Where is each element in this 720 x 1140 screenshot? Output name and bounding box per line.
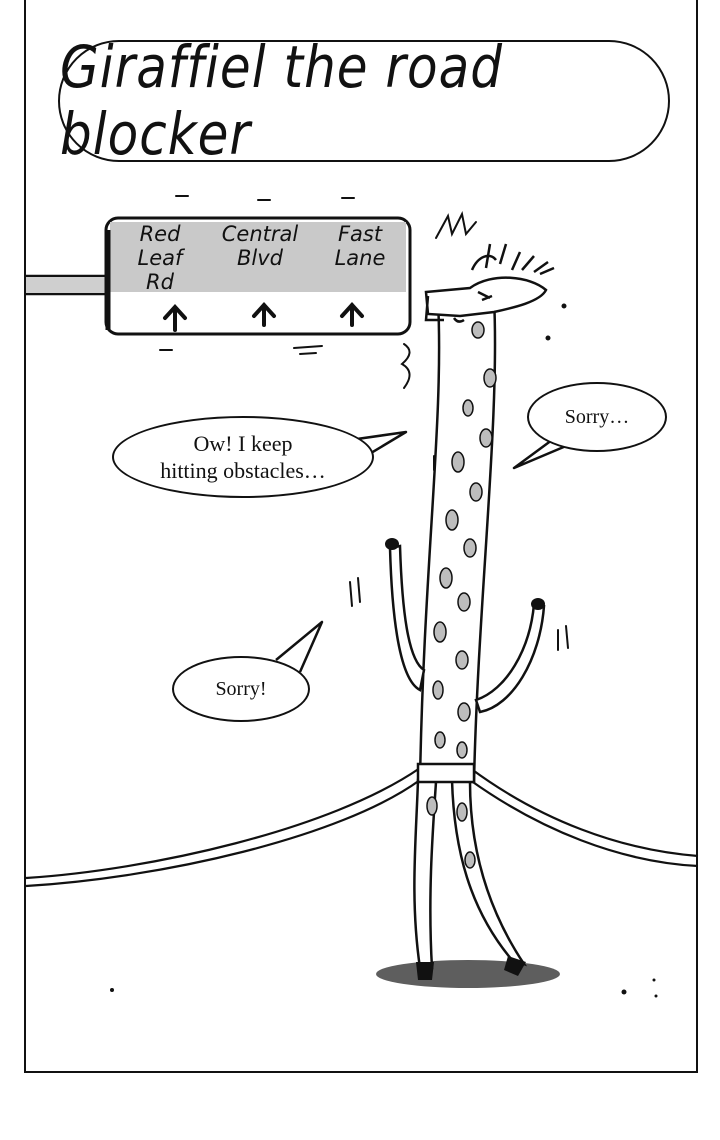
road	[25, 767, 699, 888]
sign-label-red-leaf: Red Leaf Rd	[137, 222, 183, 294]
giraffe-details	[452, 243, 555, 323]
speech-bubble-obstacle: Ow! I keep hitting obstacles…	[112, 416, 374, 498]
title-bubble: Giraffiel the road blocker	[58, 34, 670, 168]
sign-labels: Red Leaf Rd Central Blvd Fast Lane	[110, 222, 410, 294]
sign-label-fast-lane: Fast Lane	[334, 222, 386, 270]
arrow-up-icon	[252, 302, 276, 327]
arrow-up-icon	[163, 304, 187, 332]
sign-label-central: Central Blvd	[221, 222, 299, 270]
speech-text-sorry-left: Sorry!	[215, 677, 267, 700]
sign-pole	[26, 274, 106, 296]
arrow-up-icon	[340, 302, 364, 327]
giraffe-spots	[426, 321, 497, 869]
hooves	[385, 538, 545, 980]
giraffe-shadow	[376, 960, 560, 988]
speech-text-obstacle: Ow! I keep hitting obstacles…	[160, 431, 326, 483]
ground-specks	[110, 978, 658, 998]
comic-panel	[24, 0, 698, 1073]
comic-title: Giraffiel the road blocker	[60, 34, 503, 168]
road-sign	[104, 216, 412, 336]
speech-text-sorry-right: Sorry…	[564, 405, 630, 428]
sign-arrows	[163, 302, 364, 332]
speech-bubble-sorry-left: Sorry!	[172, 656, 310, 722]
speech-bubble-sorry-right: Sorry…	[527, 382, 667, 452]
